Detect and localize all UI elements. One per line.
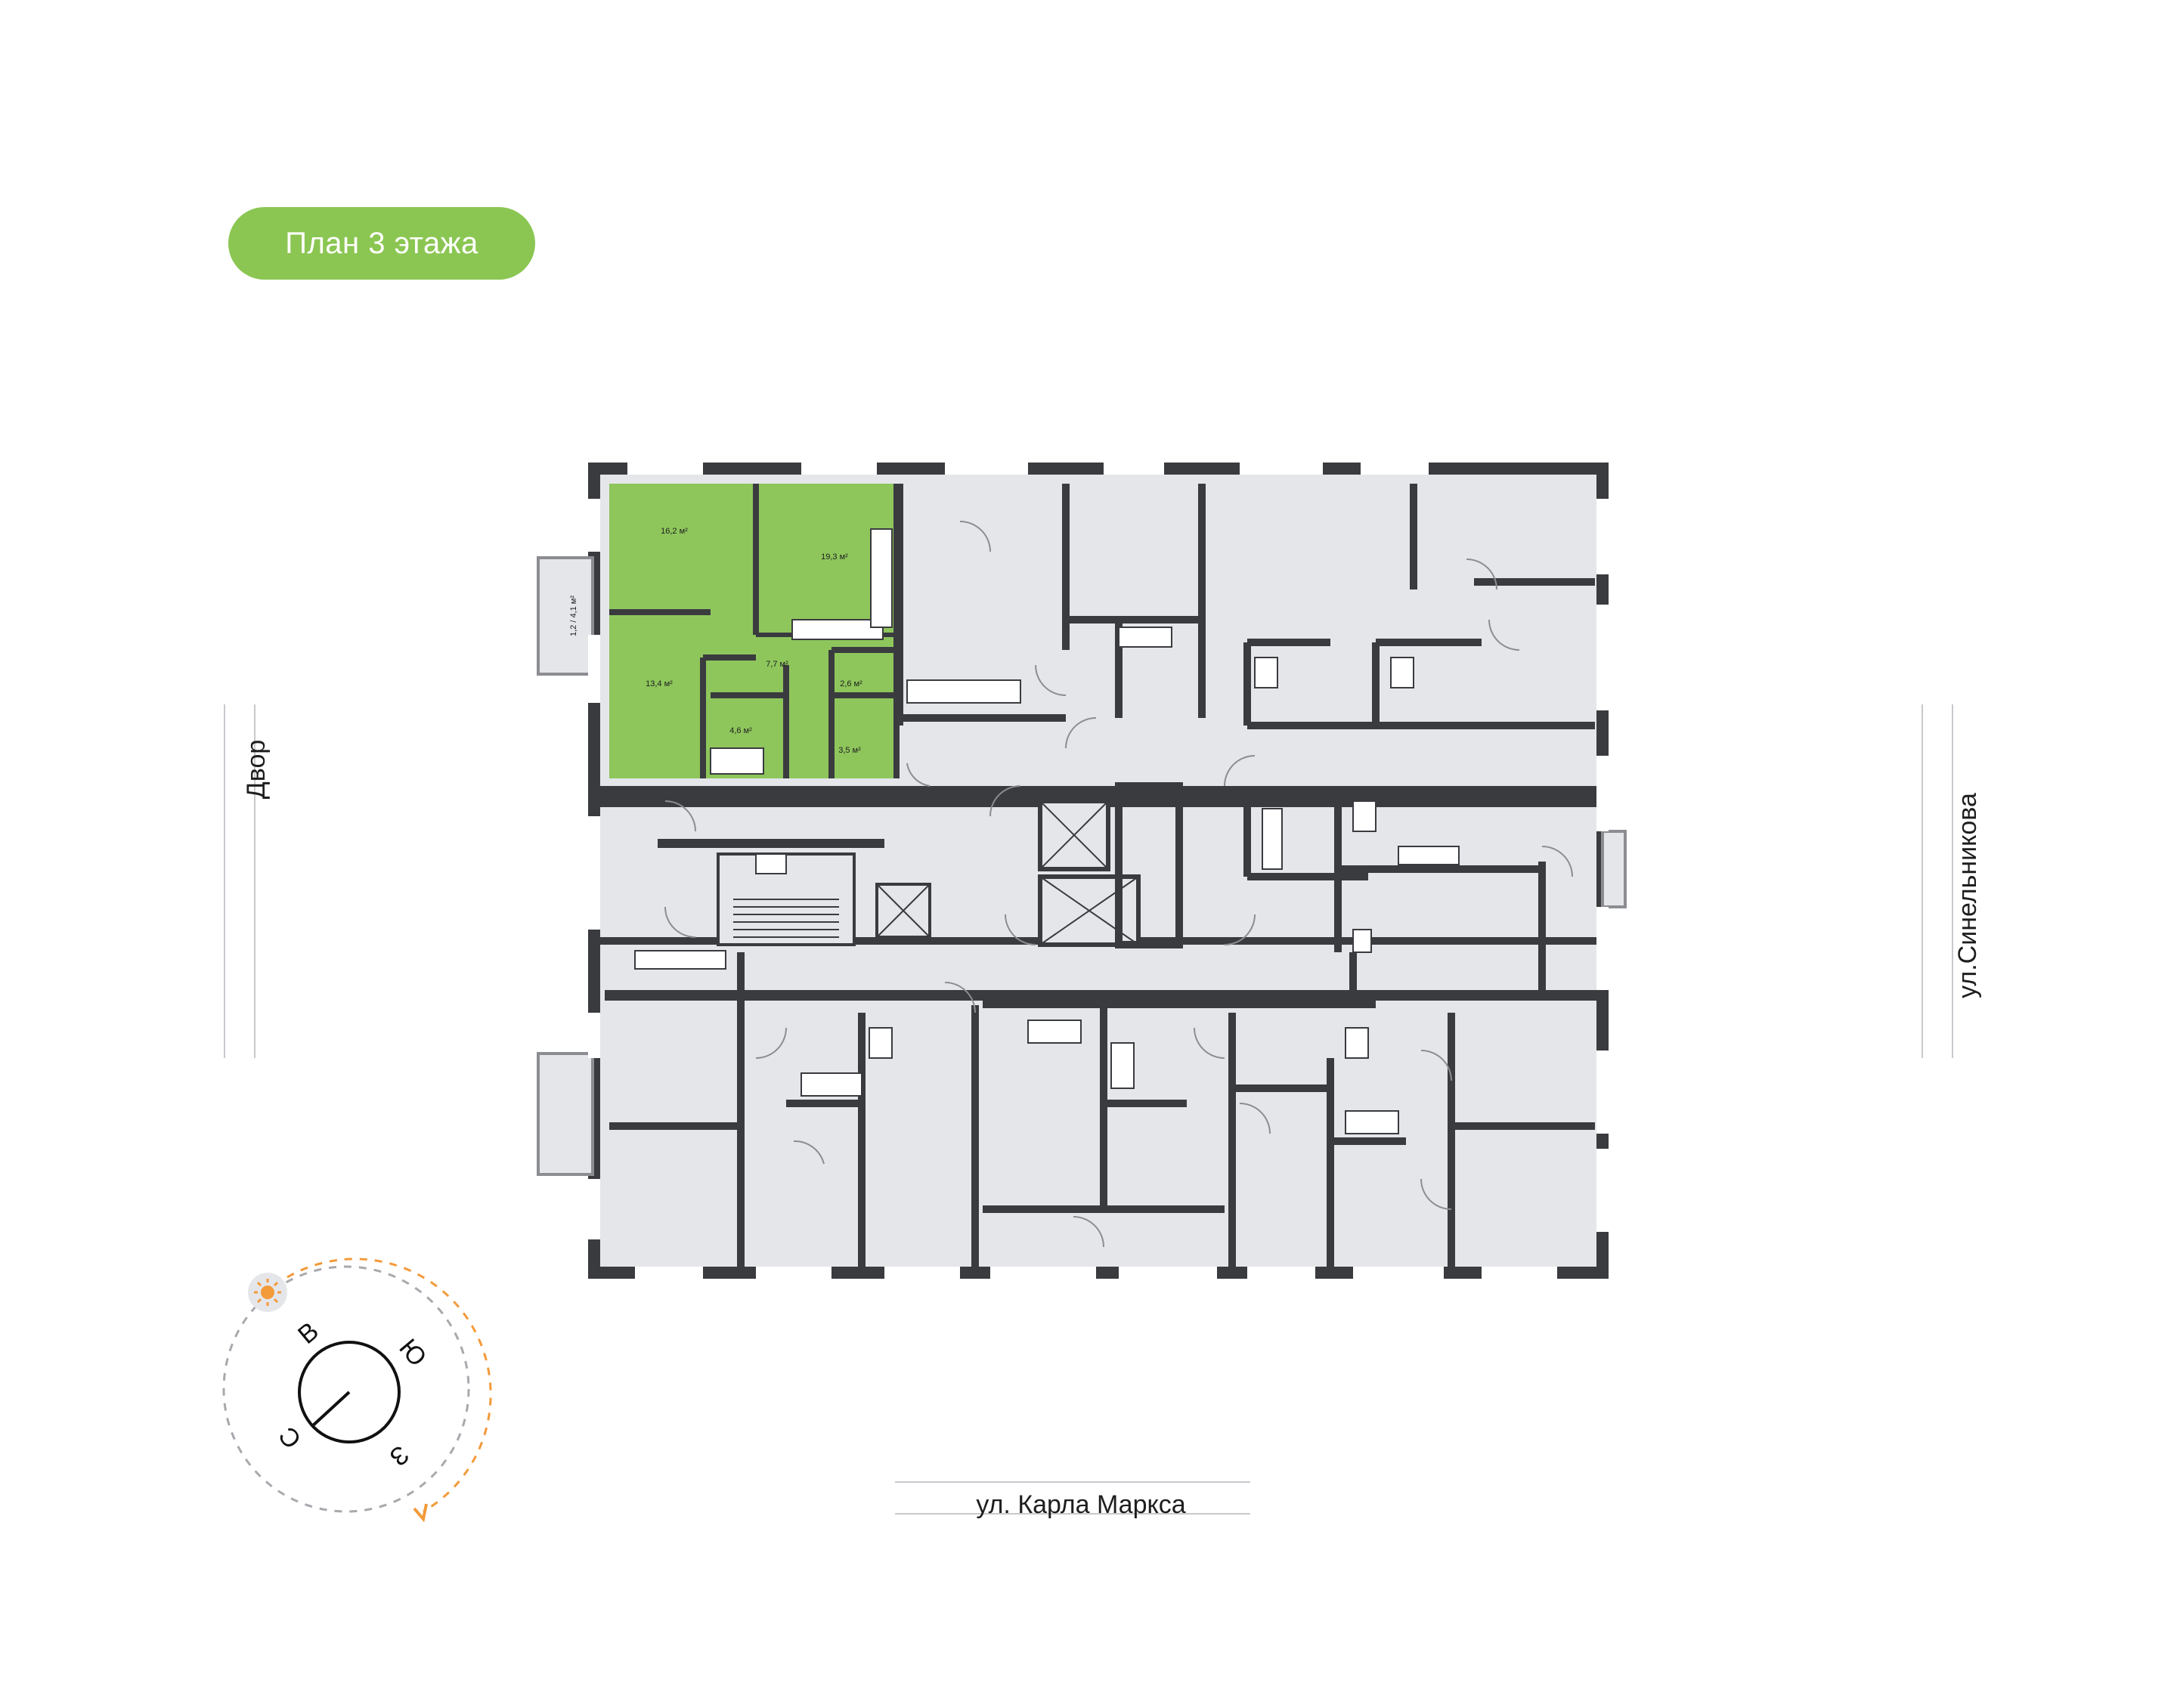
stairs-and-lifts [717, 782, 1183, 948]
compass-needle [310, 1391, 351, 1428]
sun-path-arrow-icon [413, 1503, 428, 1523]
street-lines [224, 704, 1953, 1515]
room-area-label: 13,4 м² [646, 679, 673, 688]
street-label-bottom: ул. Карла Маркса [976, 1490, 1186, 1519]
room-area-label: 4,6 м² [729, 726, 752, 735]
room-area-label: 7,7 м² [766, 660, 788, 669]
windows [588, 463, 1609, 1279]
balcony-area-label: 1,2 / 4,1 м² [569, 596, 578, 636]
balconies [537, 556, 1627, 1176]
room-labels: 16,2 м² 19,3 м² 13,4 м² 7,7 м² 2,6 м² 4,… [569, 527, 862, 755]
street-label-left: Двор [242, 739, 271, 800]
sun-icon [248, 1273, 287, 1312]
room-area-label: 3,5 м² [838, 746, 861, 755]
apartment-walls [609, 484, 1595, 1270]
room-area-label: 2,6 м² [840, 679, 862, 688]
room-area-label: 19,3 м² [821, 552, 848, 562]
room-area-label: 16,2 м² [661, 527, 688, 536]
bathroom-fixtures [634, 627, 1460, 1134]
floor-badge[interactable]: План 3 этажа [228, 207, 535, 280]
orientation-compass [222, 1258, 492, 1523]
door-swings [664, 521, 1573, 1248]
selected-apartment[interactable] [609, 484, 900, 778]
street-label-right: ул.Синельникова [1953, 793, 1982, 998]
